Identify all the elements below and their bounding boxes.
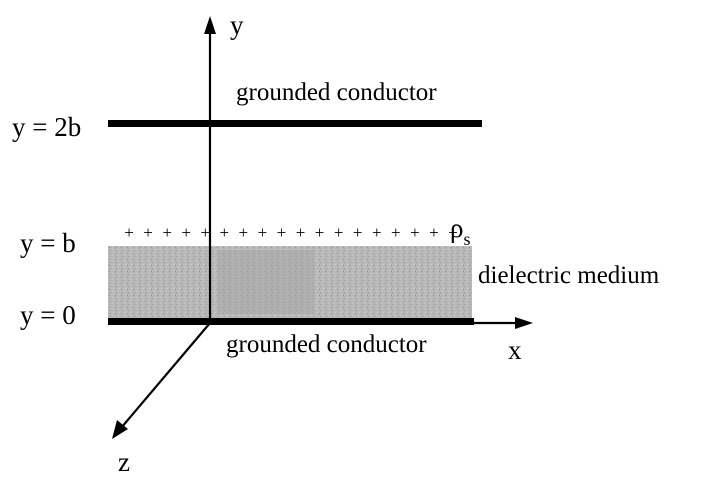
x-axis-arrowhead [515, 317, 533, 329]
surface-charge-signs: + + + + + + + + + + + + + + + + + + [124, 223, 458, 242]
dielectric-shade [218, 250, 314, 314]
plus-sign: + [277, 223, 287, 242]
rho-subscript: s [463, 229, 470, 249]
plus-sign: + [258, 223, 268, 242]
plus-sign: + [162, 223, 172, 242]
z-axis-arrowhead [112, 420, 128, 439]
y-axis-label: y [230, 10, 244, 40]
rho-symbol: ρ [450, 213, 463, 243]
level-label-0: y = 0 [20, 300, 76, 330]
plus-sign: + [124, 223, 134, 242]
bottom-conductor-label: grounded conductor [226, 331, 427, 358]
bottom-conductor-plate [108, 318, 474, 325]
z-axis-line [120, 322, 211, 429]
plus-sign: + [372, 223, 382, 242]
top-conductor-label: grounded conductor [236, 79, 437, 106]
plus-sign: + [200, 223, 210, 242]
plus-sign: + [334, 223, 344, 242]
plus-sign: + [181, 223, 191, 242]
level-label-2b: y = 2b [12, 112, 81, 142]
z-axis-label: z [118, 447, 130, 477]
plus-sign: + [429, 223, 439, 242]
plus-sign: + [219, 223, 229, 242]
surface-charge-symbol: ρs [450, 213, 471, 249]
plus-sign: + [391, 223, 401, 242]
plus-sign: + [410, 223, 420, 242]
y-axis-arrowhead [204, 16, 216, 34]
plus-sign: + [448, 223, 458, 242]
plus-sign: + [239, 223, 249, 242]
level-label-b: y = b [20, 228, 76, 258]
plus-sign: + [143, 223, 153, 242]
x-axis-label: x [508, 335, 522, 365]
plus-sign: + [296, 223, 306, 242]
plus-sign: + [315, 223, 325, 242]
top-conductor-plate [108, 120, 482, 127]
plus-sign: + [353, 223, 363, 242]
dielectric-label: dielectric medium [478, 262, 660, 289]
